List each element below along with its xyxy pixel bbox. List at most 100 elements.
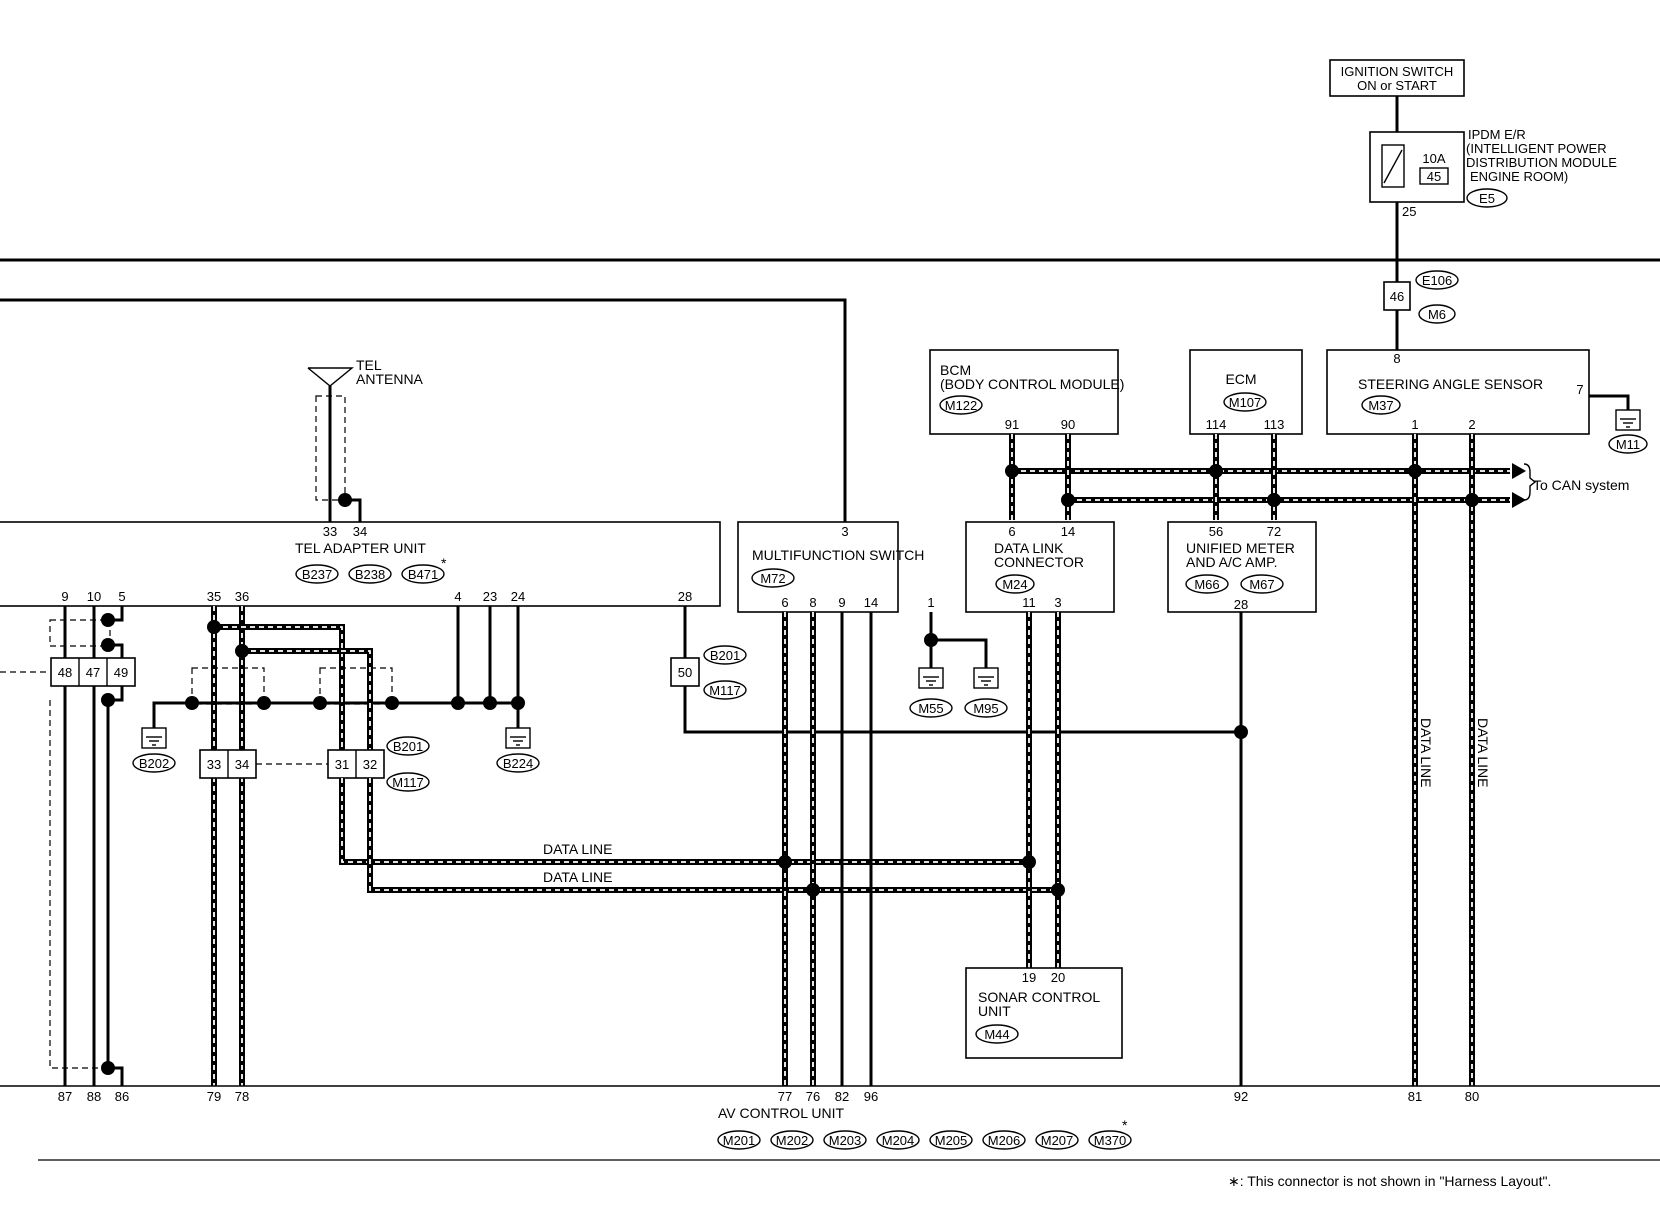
antenna-line2: ANTENNA bbox=[356, 371, 424, 387]
ground-icon bbox=[1615, 409, 1641, 431]
av-pin-78: 78 bbox=[235, 1089, 249, 1104]
av-pin-80: 80 bbox=[1465, 1089, 1479, 1104]
ground-b224: B224 bbox=[503, 756, 533, 771]
ground-b202: B202 bbox=[139, 756, 169, 771]
ecm-connector: M107 bbox=[1229, 395, 1262, 410]
bcm-pin-90: 90 bbox=[1061, 417, 1075, 432]
ground-icon bbox=[141, 727, 167, 749]
mfs-pin-1: 1 bbox=[927, 595, 934, 610]
av-pin-92: 92 bbox=[1234, 1089, 1248, 1104]
bcm-connector: M122 bbox=[945, 398, 978, 413]
ipdm-line2: (INTELLIGENT POWER bbox=[1466, 141, 1607, 156]
tel-pin-35: 35 bbox=[207, 589, 221, 604]
dlc-pin-3: 3 bbox=[1054, 595, 1061, 610]
ground-m95: M95 bbox=[973, 701, 998, 716]
av-conn-m202: M202 bbox=[776, 1133, 809, 1148]
tel-pin-33: 33 bbox=[323, 524, 337, 539]
steering-pin-7: 7 bbox=[1576, 382, 1583, 397]
joint50-conn1: B201 bbox=[710, 648, 740, 663]
av-conn-m201: M201 bbox=[723, 1133, 756, 1148]
sonar-connector: M44 bbox=[984, 1027, 1009, 1042]
av-name: AV CONTROL UNIT bbox=[718, 1105, 844, 1121]
mfs-pin-8: 8 bbox=[809, 595, 816, 610]
mfs-connector: M72 bbox=[760, 571, 785, 586]
tel-pin-10: 10 bbox=[87, 589, 101, 604]
sonar-pin-19: 19 bbox=[1022, 970, 1036, 985]
ipdm-line4: ENGINE ROOM) bbox=[1470, 169, 1568, 184]
tel-star: * bbox=[441, 555, 447, 571]
ignition-line2: ON or START bbox=[1357, 78, 1437, 93]
joint-pin-49: 49 bbox=[114, 665, 128, 680]
dlc-connector: M24 bbox=[1002, 577, 1027, 592]
mfs-pin-3: 3 bbox=[841, 524, 848, 539]
tel-conn-b238: B238 bbox=[355, 567, 385, 582]
joint46-conn1: E106 bbox=[1422, 273, 1452, 288]
av-pin-96: 96 bbox=[864, 1089, 878, 1104]
antenna-icon bbox=[307, 367, 354, 387]
tel-pin-24: 24 bbox=[511, 589, 525, 604]
av-pin-88: 88 bbox=[87, 1089, 101, 1104]
ecm-name: ECM bbox=[1225, 371, 1256, 387]
joint46-conn2: M6 bbox=[1428, 307, 1446, 322]
av-conn-m203: M203 bbox=[829, 1133, 862, 1148]
ignition-line1: IGNITION SWITCH bbox=[1341, 64, 1454, 79]
av-pin-79: 79 bbox=[207, 1089, 221, 1104]
mfs-name: MULTIFUNCTION SWITCH bbox=[752, 547, 924, 563]
av-conn-m204: M204 bbox=[882, 1133, 915, 1148]
steering-pin-8: 8 bbox=[1393, 351, 1400, 366]
steering-pin-1: 1 bbox=[1411, 417, 1418, 432]
tel-conn-b237: B237 bbox=[302, 567, 332, 582]
can-label: To CAN system bbox=[1533, 477, 1629, 493]
ipdm-pin: 25 bbox=[1402, 204, 1416, 219]
meter-conn-m67: M67 bbox=[1249, 577, 1274, 592]
ipdm-line1: IPDM E/R bbox=[1468, 127, 1526, 142]
av-conn-m207: M207 bbox=[1041, 1133, 1074, 1148]
ecm-pin-114: 114 bbox=[1206, 417, 1227, 432]
joint3334-pin-33: 33 bbox=[207, 757, 221, 772]
ipdm-fuse: 10A bbox=[1422, 151, 1445, 166]
ecm-pin-113: 113 bbox=[1264, 417, 1285, 432]
tel-conn-b471: B471 bbox=[408, 567, 438, 582]
sonar-line1: SONAR CONTROL bbox=[978, 989, 1100, 1005]
dlc-line2: CONNECTOR bbox=[994, 554, 1084, 570]
ipdm-fuse-number: 45 bbox=[1427, 169, 1441, 184]
tel-pin-34: 34 bbox=[353, 524, 367, 539]
ground-icon bbox=[918, 667, 944, 689]
mfs-pin-9: 9 bbox=[838, 595, 845, 610]
sonar-pin-20: 20 bbox=[1051, 970, 1065, 985]
tel-unit-name: TEL ADAPTER UNIT bbox=[295, 540, 426, 556]
steering-connector: M37 bbox=[1368, 398, 1393, 413]
ground-m55: M55 bbox=[918, 701, 943, 716]
av-conn-m205: M205 bbox=[935, 1133, 968, 1148]
meter-line2: AND A/C AMP. bbox=[1186, 554, 1278, 570]
steering-ground: M11 bbox=[1616, 437, 1640, 452]
joint3132-conn1: B201 bbox=[393, 739, 423, 754]
ipdm-connector: E5 bbox=[1479, 191, 1495, 206]
joint3132-conn2: M117 bbox=[392, 775, 424, 790]
steering-pin-2: 2 bbox=[1468, 417, 1475, 432]
joint46-pin: 46 bbox=[1390, 289, 1404, 304]
bcm-pin-91: 91 bbox=[1005, 417, 1019, 432]
ground-icon bbox=[505, 727, 531, 749]
joint-pin-47: 47 bbox=[86, 665, 100, 680]
tel-pin-23: 23 bbox=[483, 589, 497, 604]
av-pin-81: 81 bbox=[1408, 1089, 1422, 1104]
dlc-pin-14: 14 bbox=[1061, 524, 1075, 539]
av-pin-77: 77 bbox=[778, 1089, 792, 1104]
antenna-line1: TEL bbox=[356, 357, 382, 373]
joint3334-pin-34: 34 bbox=[235, 757, 249, 772]
tel-pin-9: 9 bbox=[61, 589, 68, 604]
sonar-line2: UNIT bbox=[978, 1003, 1011, 1019]
av-pin-82: 82 bbox=[835, 1089, 849, 1104]
meter-line1: UNIFIED METER bbox=[1186, 540, 1295, 556]
footnote: ∗: This connector is not shown in "Harne… bbox=[1228, 1173, 1551, 1189]
av-pin-76: 76 bbox=[806, 1089, 820, 1104]
joint-pin-48: 48 bbox=[58, 665, 72, 680]
ground-icon bbox=[973, 667, 999, 689]
tel-pin-28: 28 bbox=[678, 589, 692, 604]
meter-conn-m66: M66 bbox=[1194, 577, 1219, 592]
mfs-pin-14: 14 bbox=[864, 595, 878, 610]
joint50-conn2: M117 bbox=[709, 683, 741, 698]
data-line-label-1: DATA LINE bbox=[543, 841, 613, 857]
